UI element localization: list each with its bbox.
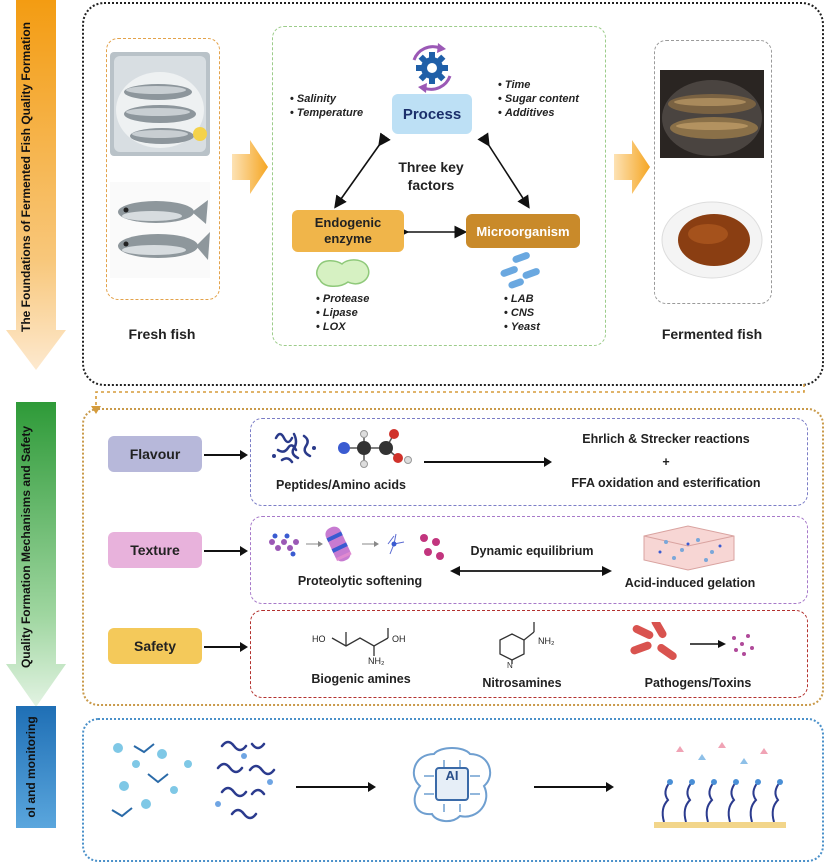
safety-detail-box <box>250 610 808 698</box>
process-left-factors: Salinity Temperature <box>290 92 363 120</box>
nitrosamines-label: Nitrosamines <box>482 676 562 690</box>
control-arrow-2-head <box>606 782 614 792</box>
microorganism-box: Microorganism <box>466 214 580 248</box>
bacteria-icon <box>500 252 540 289</box>
chem-nh2-b: NH₂ <box>538 636 555 646</box>
safety-arrow-line <box>204 646 240 648</box>
fermented-fish-image <box>660 70 764 158</box>
fresh-fish-box <box>106 38 220 300</box>
fresh-fish-label: Fresh fish <box>128 326 196 342</box>
fresh-to-process-arrow <box>232 140 268 194</box>
chem-oh-right: OH <box>392 634 406 644</box>
fresh-fish-image <box>110 182 210 278</box>
mechanisms-side-label: Quality Formation Mechanisms and Safety <box>19 425 33 669</box>
reaction-plus: + <box>662 455 670 469</box>
biogenic-amine-structure <box>331 628 389 656</box>
flavour-detail-box <box>250 418 808 506</box>
factor-connection-arrows <box>334 132 530 239</box>
three-key-factors-label: Three key factors <box>398 159 464 193</box>
foundations-side-label: The Foundations of Fermented Fish Qualit… <box>19 21 33 332</box>
control-side-label: ol and monitoring <box>24 716 38 818</box>
microbe-lab: LAB <box>504 292 540 306</box>
peptides-label: Peptides/Amino acids <box>276 478 406 492</box>
protein-unfolding-icon <box>269 526 444 562</box>
dynamic-equilibrium-label: Dynamic equilibrium <box>470 544 594 558</box>
sensor-array-icon <box>654 742 786 828</box>
control-side-arrow <box>16 706 56 828</box>
foundations-panel <box>82 2 824 386</box>
enzyme-blob-icon <box>315 259 370 287</box>
peptide-cluster-icon <box>215 740 276 820</box>
foundations-side-arrow <box>6 0 66 370</box>
control-arrow-2-line <box>534 786 606 788</box>
gear-icon <box>412 43 452 93</box>
ai-chip-label: AI <box>445 768 459 783</box>
enzyme-lipase: Lipase <box>316 306 369 320</box>
molecule-cluster-icon <box>111 743 192 818</box>
process-box: Process <box>392 94 472 134</box>
control-arrow-1-line <box>296 786 368 788</box>
factor-salinity: Salinity <box>290 92 363 106</box>
enzyme-lox: LOX <box>316 320 369 334</box>
fresh-fish-sink-image <box>110 52 210 156</box>
amino-acid-molecule-icon <box>338 429 412 468</box>
three-factors-box <box>272 26 606 346</box>
mechanisms-panel <box>82 408 824 706</box>
process-to-fermented-arrow <box>614 140 650 194</box>
flavour-arrowhead <box>240 450 248 460</box>
texture-detail-box <box>250 516 808 604</box>
reaction-ehrlich-strecker: Ehrlich & Strecker reactions <box>582 432 750 446</box>
factor-sugar-content: Sugar content <box>498 92 579 106</box>
enzyme-protease: Protease <box>316 292 369 306</box>
endogenic-enzyme-box: Endogenic enzyme <box>292 210 404 252</box>
chem-nh2: NH₂ <box>368 656 385 666</box>
pathogens-icon <box>630 622 754 661</box>
pathogens-toxins-label: Pathogens/Toxins <box>644 676 752 690</box>
safety-box: Safety <box>108 628 202 664</box>
nitrosamine-structure: N <box>499 622 535 670</box>
flavour-reaction-arrow-line <box>424 461 544 463</box>
factor-additives: Additives <box>498 106 579 120</box>
factor-time: Time <box>498 78 579 92</box>
microbe-items: LAB CNS Yeast <box>504 292 540 334</box>
chem-ho-left: HO <box>312 634 326 644</box>
flavour-reaction-arrowhead <box>544 457 552 467</box>
biogenic-amines-label: Biogenic amines <box>311 672 411 686</box>
acid-induced-gelation-label: Acid-induced gelation <box>624 576 756 590</box>
proteolytic-softening-label: Proteolytic softening <box>297 574 423 588</box>
dynamic-equilibrium-arrow <box>450 566 612 576</box>
mechanisms-side-arrow <box>6 402 66 707</box>
safety-arrowhead <box>240 642 248 652</box>
fermented-fish-box <box>654 40 772 304</box>
enzyme-items: Protease Lipase LOX <box>316 292 369 334</box>
reaction-ffa-oxidation: FFA oxidation and esterification <box>571 476 761 490</box>
microbe-cns: CNS <box>504 306 540 320</box>
texture-box: Texture <box>108 532 202 568</box>
texture-arrowhead <box>240 546 248 556</box>
process-right-factors: Time Sugar content Additives <box>498 78 579 120</box>
control-arrow-1-head <box>368 782 376 792</box>
fish-sauce-bowl-image <box>661 201 763 279</box>
factor-temperature: Temperature <box>290 106 363 120</box>
ai-brain-icon <box>412 747 492 822</box>
fermented-fish-label: Fermented fish <box>661 326 763 342</box>
flavour-arrow-line <box>204 454 240 456</box>
gelation-icon <box>643 525 735 571</box>
texture-arrow-line <box>204 550 240 552</box>
peptides-icon <box>272 432 316 464</box>
microbe-yeast: Yeast <box>504 320 540 334</box>
svg-text:N: N <box>507 661 513 670</box>
flavour-box: Flavour <box>108 436 202 472</box>
